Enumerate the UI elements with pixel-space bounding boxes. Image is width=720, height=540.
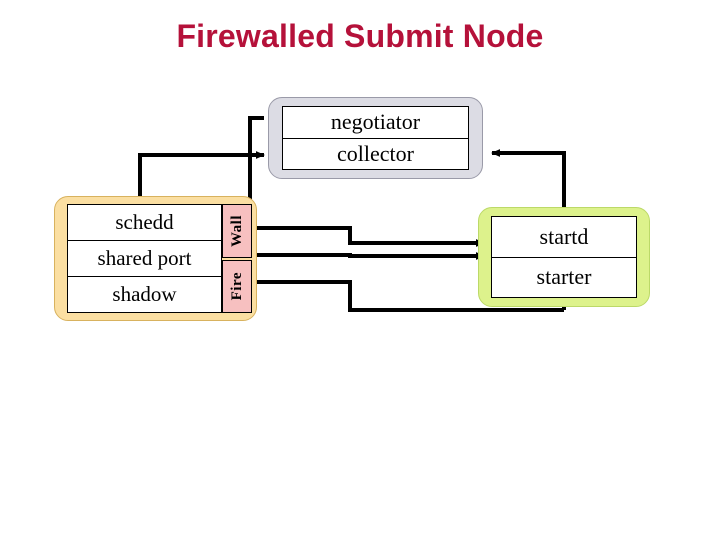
central-manager-node[interactable]: negotiator collector	[268, 97, 483, 179]
submit-node-inner: schedd shared port shadow	[67, 204, 222, 313]
node-row-collector[interactable]: collector	[283, 137, 468, 169]
wire-startd-to-collector	[491, 149, 566, 207]
node-row-negotiator[interactable]: negotiator	[283, 107, 468, 138]
central-manager-inner: negotiator collector	[282, 106, 469, 170]
node-row-startd[interactable]: startd	[492, 217, 636, 257]
node-row-shadow[interactable]: shadow	[68, 276, 221, 312]
node-row-shared-port[interactable]: shared port	[68, 240, 221, 276]
firewall-label-wall: Wall	[228, 214, 245, 247]
node-row-starter[interactable]: starter	[492, 256, 636, 297]
architecture-diagram: collector --> negotiator (routes right t…	[54, 97, 650, 321]
wire-schedd-to-startd	[240, 226, 485, 247]
firewall-cell-wall: Wall	[222, 204, 252, 258]
execute-node-inner: startd starter	[491, 216, 637, 298]
firewall-label-fire: Fire	[228, 272, 245, 301]
submit-node[interactable]: schedd shared port shadow Wall Fire	[54, 196, 257, 321]
slide-footer: 10 CENTER FOR HIGH THROUGHPUT COMPUTING …	[0, 460, 720, 540]
firewall-barrier: Wall Fire	[222, 204, 252, 313]
execute-node[interactable]: startd starter	[478, 207, 650, 307]
page-title: Firewalled Submit Node	[176, 18, 544, 54]
firewall-cell-fire: Fire	[222, 259, 252, 313]
node-row-schedd[interactable]: schedd	[68, 205, 221, 240]
